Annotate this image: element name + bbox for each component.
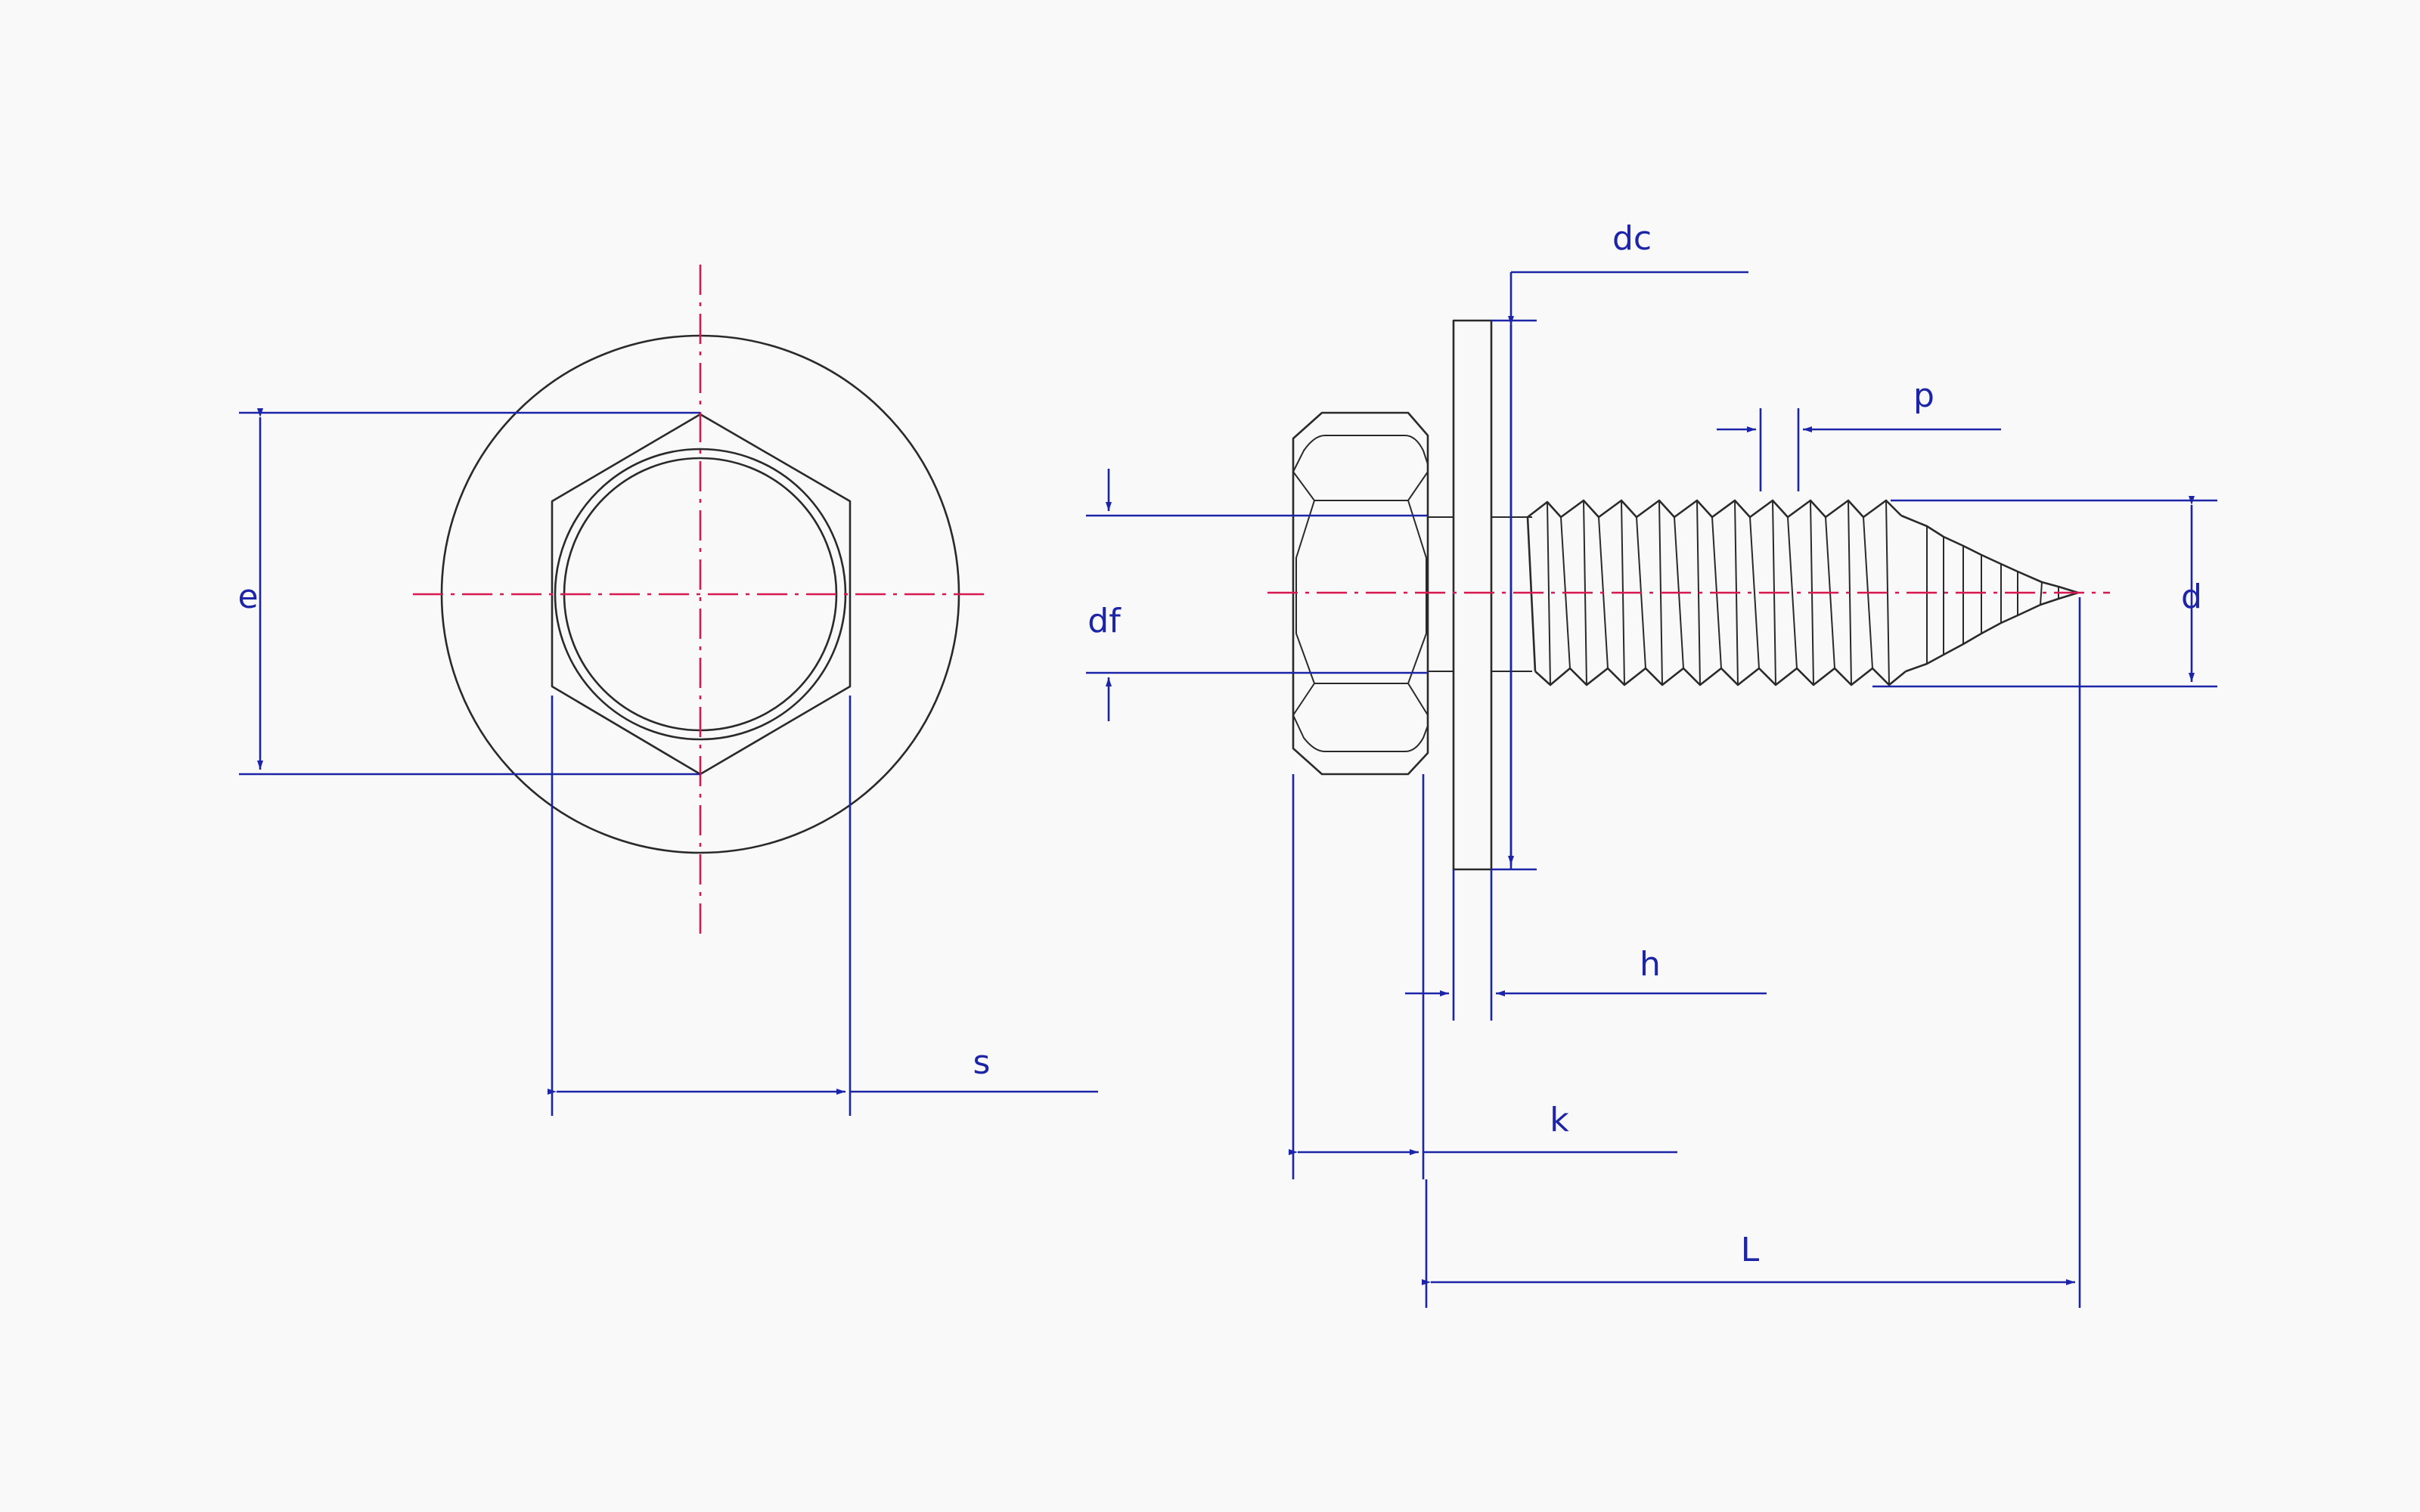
side-view [1267,319,2110,871]
dimension-df: df [1086,469,1428,721]
dimension-d: d [1872,496,2217,688]
dimension-e: e [237,408,700,776]
dimension-s: s [548,696,1098,1116]
thread-root-left [1526,516,1537,672]
dim-label-k: k [1550,1101,1569,1139]
dim-label-dc: dc [1612,219,1652,258]
tip-thread-flanks [1926,526,2059,664]
dim-label-d: d [2181,578,2202,616]
dim-label-p: p [1913,376,1934,415]
thread-crests-bottom [1534,667,1907,686]
front-view [413,265,988,934]
hex-flat-top [1292,435,1429,501]
hex-flat-bottom [1292,683,1429,752]
dim-label-e: e [237,578,258,616]
dimension-dc: dc [1491,219,1748,871]
dim-label-s: s [973,1043,991,1082]
dim-label-L: L [1741,1231,1760,1269]
hex-flat-middle [1295,500,1427,684]
dimension-h: h [1405,869,1767,1021]
dim-label-df: df [1087,602,1122,640]
hex-head-side [1292,411,1429,776]
dimension-k: k [1289,774,1677,1179]
dimension-p: p [1717,376,2001,491]
washer-side [1452,319,1493,871]
dimension-L: L [1422,597,2081,1308]
dim-label-h: h [1640,945,1661,984]
